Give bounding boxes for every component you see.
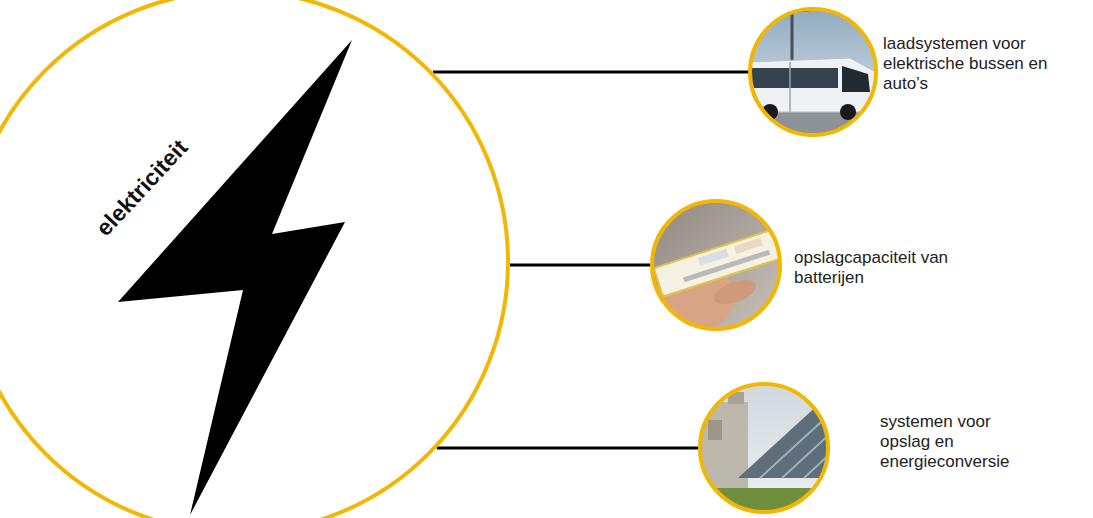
bus-photo — [745, 5, 885, 147]
photo-road — [745, 112, 885, 147]
battery-print — [683, 250, 770, 283]
connector-line — [510, 264, 650, 267]
bus-windshield — [842, 66, 870, 92]
building-unit — [728, 392, 744, 404]
photo-circle: systemen voor opslag en energieconversie — [698, 382, 830, 514]
solar-panel — [738, 392, 832, 478]
connector-line — [437, 447, 698, 450]
node-label: laadsystemen voor elektrische bussen en … — [883, 34, 1048, 94]
connector-line — [433, 71, 748, 74]
building-door — [708, 420, 722, 440]
finger — [711, 275, 759, 309]
bus-windows — [752, 68, 838, 88]
photo-circle: laadsystemen voor elektrische bussen en … — [748, 7, 878, 137]
lightning-bolt — [118, 40, 352, 515]
photo-circle: opslagcapaciteit van batterijen — [650, 199, 782, 331]
storage-building — [700, 402, 748, 492]
bus-wheel — [762, 104, 778, 120]
battery-cell — [654, 225, 796, 297]
bus-body — [748, 58, 876, 112]
main-label: elektriciteit — [91, 134, 194, 241]
battery-print — [698, 249, 729, 266]
energy-circle: elektriciteit — [0, 0, 510, 518]
bus-wheel — [840, 104, 856, 120]
battery-photo — [630, 197, 796, 352]
panel-lines — [760, 412, 832, 478]
node-label: opslagcapaciteit van batterijen — [794, 248, 959, 288]
storage-photo — [698, 382, 832, 518]
battery-print — [734, 238, 763, 254]
bus-joint — [789, 62, 791, 112]
node-label: systemen voor opslag en energieconversie — [880, 412, 1045, 472]
